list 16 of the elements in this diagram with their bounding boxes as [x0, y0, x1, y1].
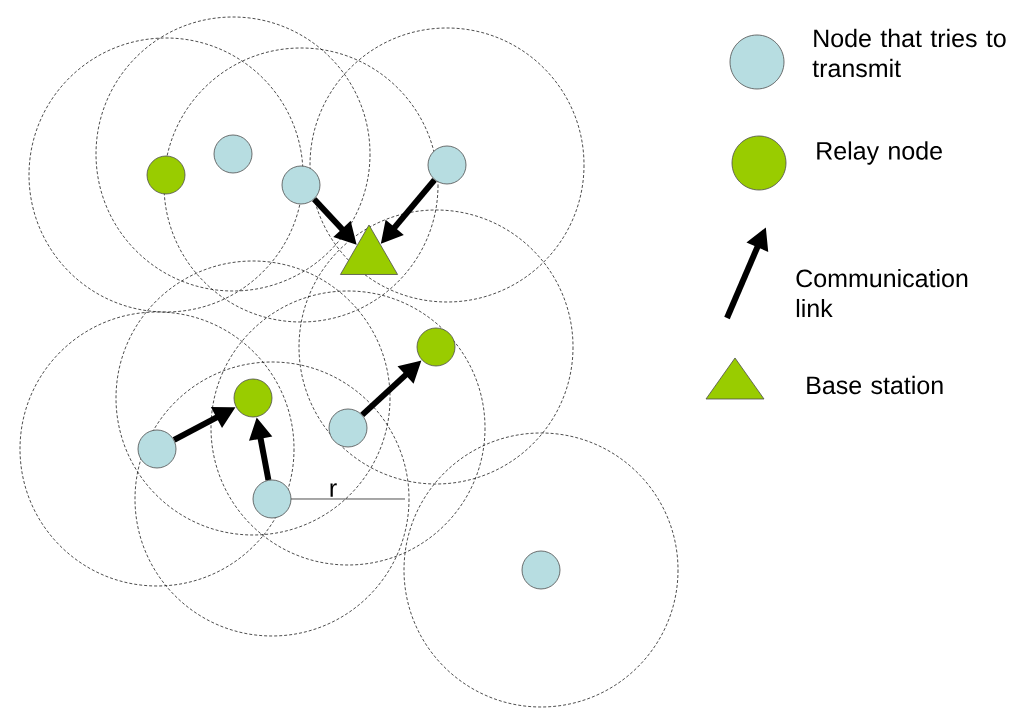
node-circle — [416, 327, 456, 367]
base-station-triangle — [340, 224, 398, 275]
node-circle — [521, 550, 561, 590]
legend-label: Communication link — [796, 268, 968, 318]
legend-label: Relay node — [817, 141, 942, 165]
dimension-label: r — [330, 483, 337, 497]
node-circle — [252, 479, 292, 519]
node-circle — [233, 378, 273, 418]
node-circle — [137, 429, 177, 469]
node-circle — [281, 165, 321, 205]
legend-label: Base station — [807, 375, 943, 395]
node-circle — [328, 408, 368, 448]
legend-label: Node that tries to transmit — [812, 28, 1006, 78]
node-circle — [146, 155, 186, 195]
node-circle — [213, 134, 253, 174]
node-circle — [427, 145, 467, 185]
